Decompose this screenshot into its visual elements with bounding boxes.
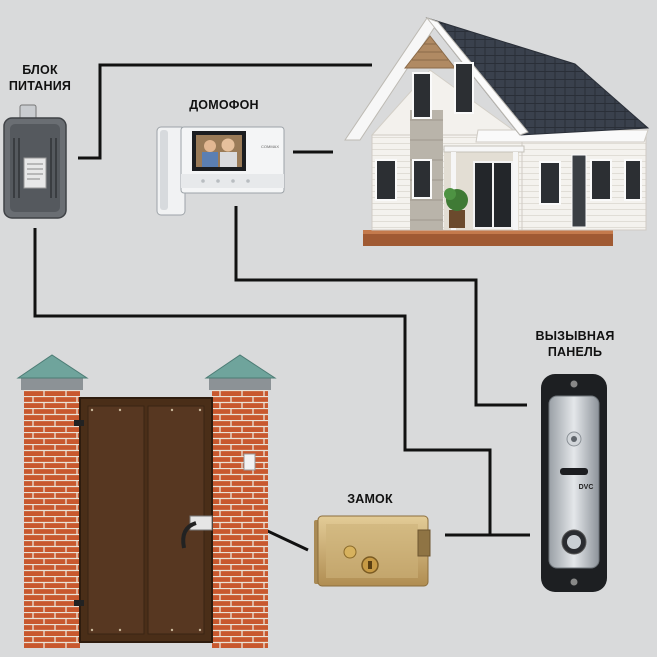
panel-brand: DVC [579, 484, 594, 491]
power-supply-unit [3, 104, 67, 219]
call-panel-device: DVC [541, 374, 607, 592]
brick-pillar-left [24, 386, 80, 648]
gate [16, 354, 277, 648]
screen-person-right [221, 138, 235, 152]
label-power-unit-line1: БЛОК [22, 63, 58, 77]
electric-lock [314, 515, 431, 587]
label-lock: ЗАМОК [347, 492, 393, 506]
wire-power-to-lock [33, 228, 492, 535]
house [344, 16, 650, 246]
wire-intercom-to-panel [234, 206, 527, 407]
label-power-unit-line2: ПИТАНИЯ [8, 79, 72, 93]
screen-person-left [204, 140, 216, 152]
label-intercom: ДОМОФОН [189, 98, 259, 112]
monitor-brand: COMMAX [261, 144, 279, 149]
label-power-unit: БЛОК ПИТАНИЯ [0, 62, 82, 94]
label-call-panel: ВЫЗЫВНАЯ ПАНЕЛЬ [523, 328, 627, 360]
label-call-panel-line2: ПАНЕЛЬ [547, 345, 603, 359]
wire-power-to-house [78, 63, 372, 160]
intercom-monitor: COMMAX [156, 126, 285, 216]
lock-button [343, 545, 357, 559]
label-call-panel-line1: ВЫЗЫВНАЯ [535, 329, 615, 343]
brick-pillar-right [212, 386, 268, 648]
